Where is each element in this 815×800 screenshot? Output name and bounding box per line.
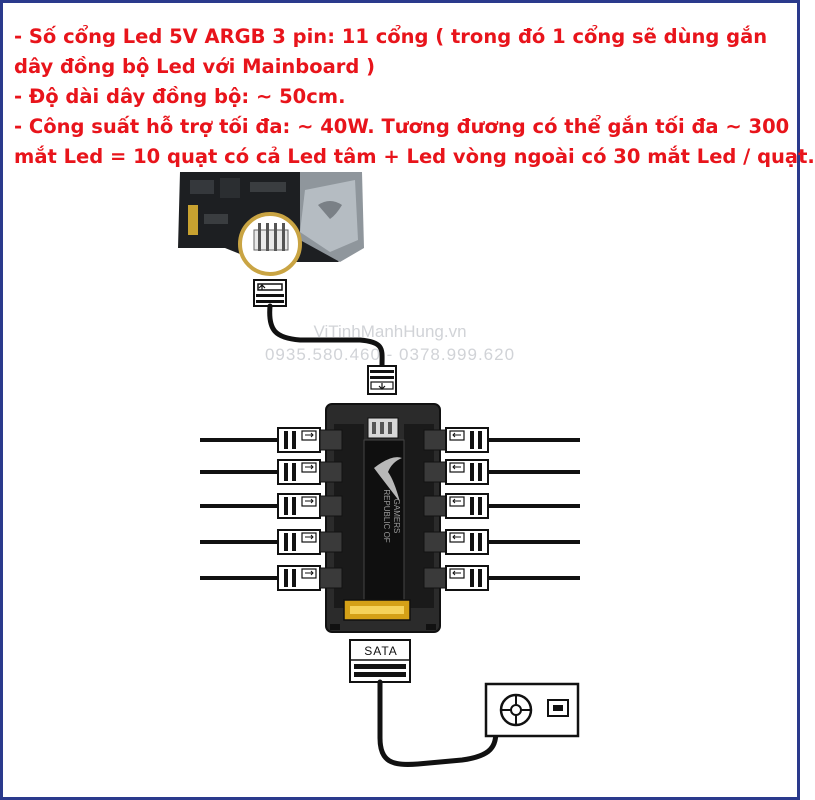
sync-cable bbox=[267, 303, 385, 369]
sata-label: SATA bbox=[364, 644, 398, 658]
sata-power-connector bbox=[349, 639, 411, 683]
spec-line-power-cont: mắt Led = 10 quạt có cả Led tâm + Led vò… bbox=[14, 145, 815, 168]
arrow-right-icon bbox=[305, 432, 314, 438]
right-port-3 bbox=[423, 493, 580, 519]
arrow-right-icon bbox=[305, 464, 314, 470]
rog-eye-logo-icon bbox=[374, 457, 402, 502]
left-port-1 bbox=[200, 427, 343, 453]
spec-line-ports: - Số cổng Led 5V ARGB 3 pin: 11 cổng ( t… bbox=[14, 25, 768, 48]
right-port-5 bbox=[423, 565, 580, 591]
argb-hub: REPUBLIC OF GAMERS bbox=[325, 403, 441, 633]
left-port-5 bbox=[200, 565, 343, 591]
left-port-2 bbox=[200, 459, 343, 485]
arrow-up-icon bbox=[258, 284, 266, 290]
arrow-left-icon bbox=[452, 498, 461, 504]
right-port-1 bbox=[423, 427, 580, 453]
right-fan-connectors bbox=[423, 427, 580, 591]
hub-input-connector bbox=[367, 365, 397, 395]
right-port-4 bbox=[423, 529, 580, 555]
watermark-phones: 0935.580.460 - 0378.999.620 bbox=[264, 345, 516, 364]
hub-logo-text-2: GAMERS bbox=[392, 499, 401, 534]
arrow-right-icon bbox=[305, 498, 314, 504]
spec-line-power: - Công suất hỗ trợ tối đa: ~ 40W. Tương … bbox=[14, 115, 790, 138]
left-fan-connectors bbox=[200, 427, 343, 591]
mainboard-photo bbox=[178, 172, 364, 276]
mainboard-cable-connector bbox=[253, 279, 287, 307]
spec-line-cable-length: - Độ dài dây đồng bộ: ~ 50cm. bbox=[14, 85, 346, 108]
sata-power-cable bbox=[377, 679, 499, 767]
power-supply bbox=[484, 682, 580, 738]
spec-line-ports-cont: dây đồng bộ Led với Mainboard ) bbox=[14, 55, 376, 78]
arrow-right-icon bbox=[305, 570, 314, 576]
hub-logo-text-1: REPUBLIC OF bbox=[382, 489, 391, 542]
rog-logo-icon bbox=[318, 201, 342, 219]
right-port-2 bbox=[423, 459, 580, 485]
arrow-right-icon bbox=[305, 534, 314, 540]
arrow-down-icon bbox=[378, 383, 386, 390]
left-port-4 bbox=[200, 529, 343, 555]
arrow-left-icon bbox=[452, 432, 461, 438]
arrow-left-icon bbox=[452, 464, 461, 470]
arrow-left-icon bbox=[452, 534, 461, 540]
spec-list: - Số cổng Led 5V ARGB 3 pin: 11 cổng ( t… bbox=[14, 22, 815, 172]
watermark-site: ViTinhManhHung.vn bbox=[313, 322, 467, 341]
arrow-left-icon bbox=[452, 570, 461, 576]
left-port-3 bbox=[200, 493, 343, 519]
